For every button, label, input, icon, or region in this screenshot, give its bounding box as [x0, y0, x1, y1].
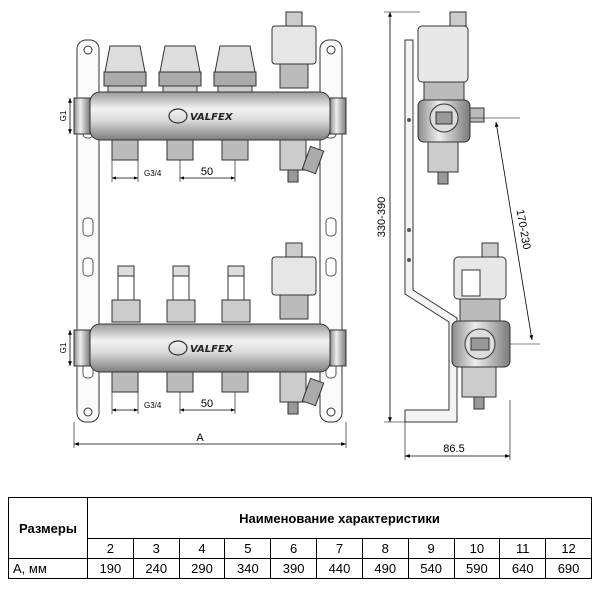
size-cell: 10: [453, 538, 501, 559]
table-title: Наименование характеристики: [87, 497, 592, 539]
length-cell: 640: [499, 558, 547, 579]
size-cell: 4: [178, 538, 226, 559]
front-view: VALFEX: [59, 11, 347, 448]
sizes-header: Размеры: [8, 497, 88, 559]
dim-depth: 86.5: [404, 400, 511, 460]
dim-outlets-bottom: G3/4 50: [111, 392, 236, 414]
height-range-label: 330-390: [376, 197, 388, 237]
dim-overall-a: A: [73, 422, 347, 448]
bottom-air-vent: [271, 242, 317, 320]
length-cell: 690: [545, 558, 592, 579]
length-cell: 340: [224, 558, 272, 579]
length-cell: 390: [270, 558, 318, 579]
size-cell: 12: [545, 538, 592, 559]
pitch-label-bottom: 50: [201, 398, 213, 410]
row-label: А, мм: [8, 558, 88, 579]
dim-g1-top: G1: [59, 98, 72, 134]
dim-outlets-top: G3/4 50: [111, 160, 236, 182]
manifold-drawing: VALFEX: [59, 11, 540, 460]
length-cell: 290: [178, 558, 226, 579]
bottom-flow-meters: [111, 265, 251, 323]
brand-logo-bottom: VALFEX: [190, 344, 234, 355]
depth-label: 86.5: [443, 443, 464, 455]
size-cell: 11: [499, 538, 547, 559]
length-a-label: A: [196, 432, 204, 444]
size-cell: 2: [87, 538, 134, 559]
top-valve-caps: [103, 45, 257, 95]
dim-height: 330-390: [376, 11, 420, 423]
size-cell: 3: [132, 538, 180, 559]
bottom-manifold-bar: VALFEX: [73, 323, 347, 373]
length-cell: 590: [453, 558, 501, 579]
length-cell: 240: [132, 558, 180, 579]
pitch-label-top: 50: [201, 166, 213, 178]
dim-g1-bottom: G1: [59, 330, 72, 366]
size-cell: 6: [270, 538, 318, 559]
side-bottom-assembly: [451, 242, 511, 410]
thread-label-bottom: G3/4: [144, 401, 162, 410]
g1-label-top: G1: [59, 110, 68, 121]
g1-label-bottom: G1: [59, 342, 68, 353]
brand-logo-top: VALFEX: [190, 112, 234, 123]
bottom-outlets: [111, 371, 325, 415]
thread-label-top: G3/4: [144, 169, 162, 178]
size-cell: 9: [407, 538, 455, 559]
length-cell: 440: [316, 558, 363, 579]
size-cell: 8: [361, 538, 409, 559]
side-view: 330-390 170-230 86.5: [376, 11, 540, 460]
side-top-assembly: [417, 11, 485, 185]
length-cell: 490: [361, 558, 409, 579]
length-cell: 540: [407, 558, 455, 579]
length-cell: 190: [87, 558, 134, 579]
size-cell: 5: [224, 538, 272, 559]
size-cell: 7: [316, 538, 363, 559]
top-manifold-bar: VALFEX: [73, 91, 347, 141]
top-air-vent: [271, 11, 317, 89]
